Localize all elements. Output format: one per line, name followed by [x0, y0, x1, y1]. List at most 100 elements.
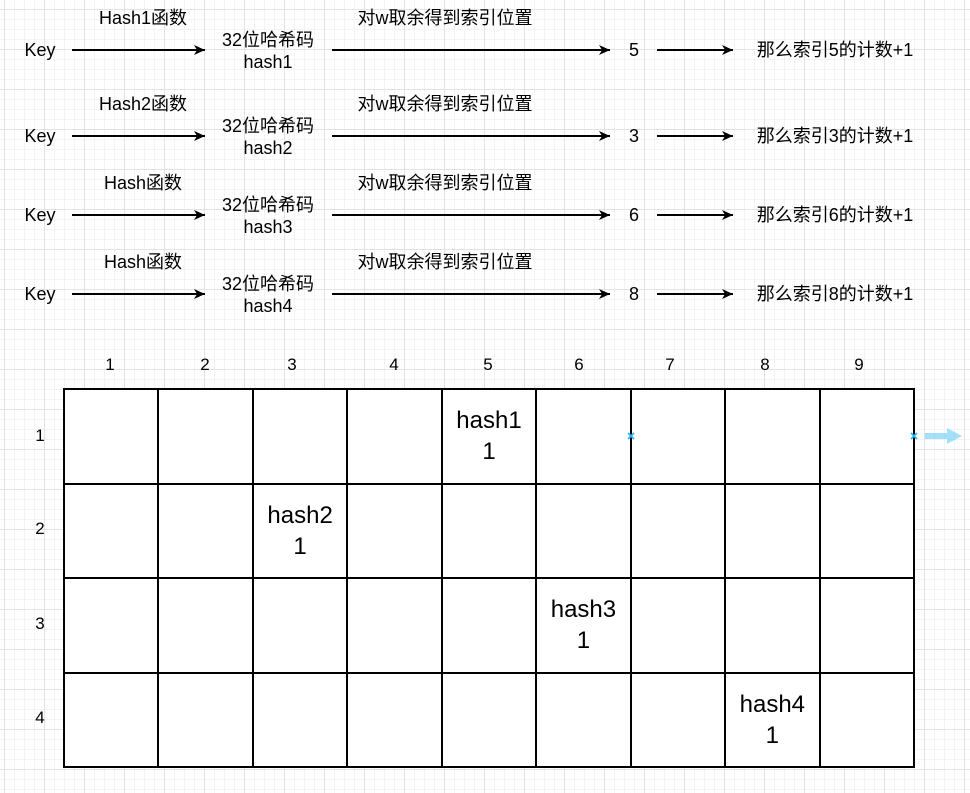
sketch-cell[interactable] — [65, 390, 160, 485]
connection-point-x-icon[interactable] — [910, 432, 918, 440]
arrow-key-to-hash — [72, 49, 205, 51]
sketch-cell[interactable] — [726, 579, 821, 674]
cell-hash-label: hash4 — [739, 690, 806, 718]
sketch-cell[interactable] — [820, 484, 915, 579]
hash-code-title: 32位哈希码 — [221, 195, 315, 215]
sketch-cell[interactable] — [820, 579, 915, 674]
sketch-cell[interactable] — [348, 579, 443, 674]
column-header: 8 — [760, 355, 770, 374]
cell-hash-label: hash3 — [550, 596, 617, 624]
sketch-cell[interactable]: hash4 1 — [726, 673, 821, 768]
sketch-cell[interactable] — [631, 579, 727, 674]
hash-function-label: Hash函数 — [103, 173, 183, 193]
sketch-cell[interactable]: hash1 1 — [442, 390, 538, 485]
connection-point-x-icon[interactable] — [627, 432, 635, 440]
row-header: 3 — [35, 614, 45, 633]
cell-count-label: 1 — [576, 627, 591, 655]
hash-code-title: 32位哈希码 — [221, 274, 315, 294]
hover-arrow-icon[interactable] — [925, 427, 963, 445]
sketch-cell[interactable] — [159, 673, 254, 768]
hash-function-label: Hash2函数 — [98, 94, 188, 114]
arrow-hash-to-index — [332, 135, 610, 137]
key-label: Key — [24, 126, 56, 146]
column-header: 7 — [665, 355, 675, 374]
arrow-index-to-result — [657, 49, 733, 51]
hash-flow-row: Key Hash函数 32位哈希码 hash4 对w取余得到索引位置 8 那么索… — [0, 252, 970, 318]
sketch-cell[interactable] — [253, 673, 349, 768]
sketch-cell[interactable] — [348, 484, 443, 579]
hash-function-label: Hash函数 — [103, 252, 183, 272]
hash-flow-row: Key Hash1函数 32位哈希码 hash1 对w取余得到索引位置 5 那么… — [0, 8, 970, 74]
modulo-step-label: 对w取余得到索引位置 — [357, 252, 533, 272]
sketch-cell[interactable] — [253, 390, 349, 485]
arrow-index-to-result — [657, 293, 733, 295]
row-header: 1 — [35, 426, 45, 445]
result-label: 那么索引5的计数+1 — [756, 40, 914, 60]
sketch-cell[interactable] — [537, 484, 632, 579]
sketch-cell[interactable] — [348, 390, 443, 485]
column-header: 5 — [483, 355, 493, 374]
index-value: 6 — [628, 205, 640, 225]
sketch-cell[interactable] — [65, 673, 160, 768]
result-label: 那么索引8的计数+1 — [756, 284, 914, 304]
index-value: 5 — [628, 40, 640, 60]
sketch-cell[interactable] — [253, 579, 349, 674]
hash-code-title: 32位哈希码 — [221, 30, 315, 50]
hash-flow-row: Key Hash2函数 32位哈希码 hash2 对w取余得到索引位置 3 那么… — [0, 94, 970, 160]
hash-code-name: hash1 — [243, 52, 293, 72]
sketch-cell[interactable] — [442, 579, 538, 674]
count-min-sketch-table: hash1 1 hash2 1 hash3 1 hash4 1 — [63, 388, 915, 768]
sketch-cell[interactable]: hash3 1 — [537, 579, 632, 674]
arrow-index-to-result — [657, 214, 733, 216]
column-header: 1 — [105, 355, 115, 374]
sketch-cell[interactable] — [820, 390, 915, 485]
sketch-cell[interactable] — [159, 484, 254, 579]
arrow-index-to-result — [657, 135, 733, 137]
hash-flow-row: Key Hash函数 32位哈希码 hash3 对w取余得到索引位置 6 那么索… — [0, 173, 970, 239]
sketch-cell[interactable] — [348, 673, 443, 768]
column-header: 2 — [200, 355, 210, 374]
sketch-cell[interactable] — [159, 390, 254, 485]
hash-code-label: 32位哈希码 hash4 — [222, 273, 314, 317]
sketch-cell[interactable] — [631, 390, 727, 485]
arrow-hash-to-index — [332, 214, 610, 216]
sketch-cell[interactable]: hash2 1 — [253, 484, 349, 579]
row-header: 2 — [35, 519, 45, 538]
sketch-cell[interactable] — [631, 484, 727, 579]
cell-hash-label: hash1 — [456, 407, 522, 435]
cell-count-label: 1 — [765, 721, 779, 749]
sketch-cell[interactable] — [442, 484, 538, 579]
sketch-cell[interactable] — [65, 579, 160, 674]
sketch-cell[interactable] — [726, 484, 821, 579]
modulo-step-label: 对w取余得到索引位置 — [357, 8, 533, 28]
column-header: 9 — [854, 355, 864, 374]
row-header: 4 — [35, 708, 45, 727]
sketch-cell[interactable] — [726, 390, 821, 485]
hash-code-name: hash3 — [243, 217, 293, 237]
cell-count-label: 1 — [482, 438, 496, 466]
key-label: Key — [24, 40, 56, 60]
hash-function-label: Hash1函数 — [98, 8, 188, 28]
column-header: 3 — [287, 355, 297, 374]
sketch-cell[interactable] — [537, 390, 632, 485]
hash-code-name: hash4 — [243, 296, 293, 316]
sketch-cell[interactable] — [820, 673, 915, 768]
result-label: 那么索引6的计数+1 — [756, 205, 914, 225]
modulo-step-label: 对w取余得到索引位置 — [357, 173, 533, 193]
hash-code-label: 32位哈希码 hash1 — [222, 29, 314, 73]
cell-count-label: 1 — [293, 532, 307, 560]
sketch-cell[interactable] — [442, 673, 538, 768]
column-header: 6 — [574, 355, 584, 374]
index-value: 3 — [628, 126, 640, 146]
hash-code-label: 32位哈希码 hash2 — [222, 115, 314, 159]
sketch-cell[interactable] — [631, 673, 727, 768]
sketch-cell[interactable] — [65, 484, 160, 579]
arrow-hash-to-index — [332, 49, 610, 51]
sketch-cell[interactable] — [159, 579, 254, 674]
key-label: Key — [24, 284, 56, 304]
hash-code-name: hash2 — [243, 138, 293, 158]
sketch-cell[interactable] — [537, 673, 632, 768]
cell-hash-label: hash2 — [267, 501, 333, 529]
hash-code-title: 32位哈希码 — [221, 116, 315, 136]
